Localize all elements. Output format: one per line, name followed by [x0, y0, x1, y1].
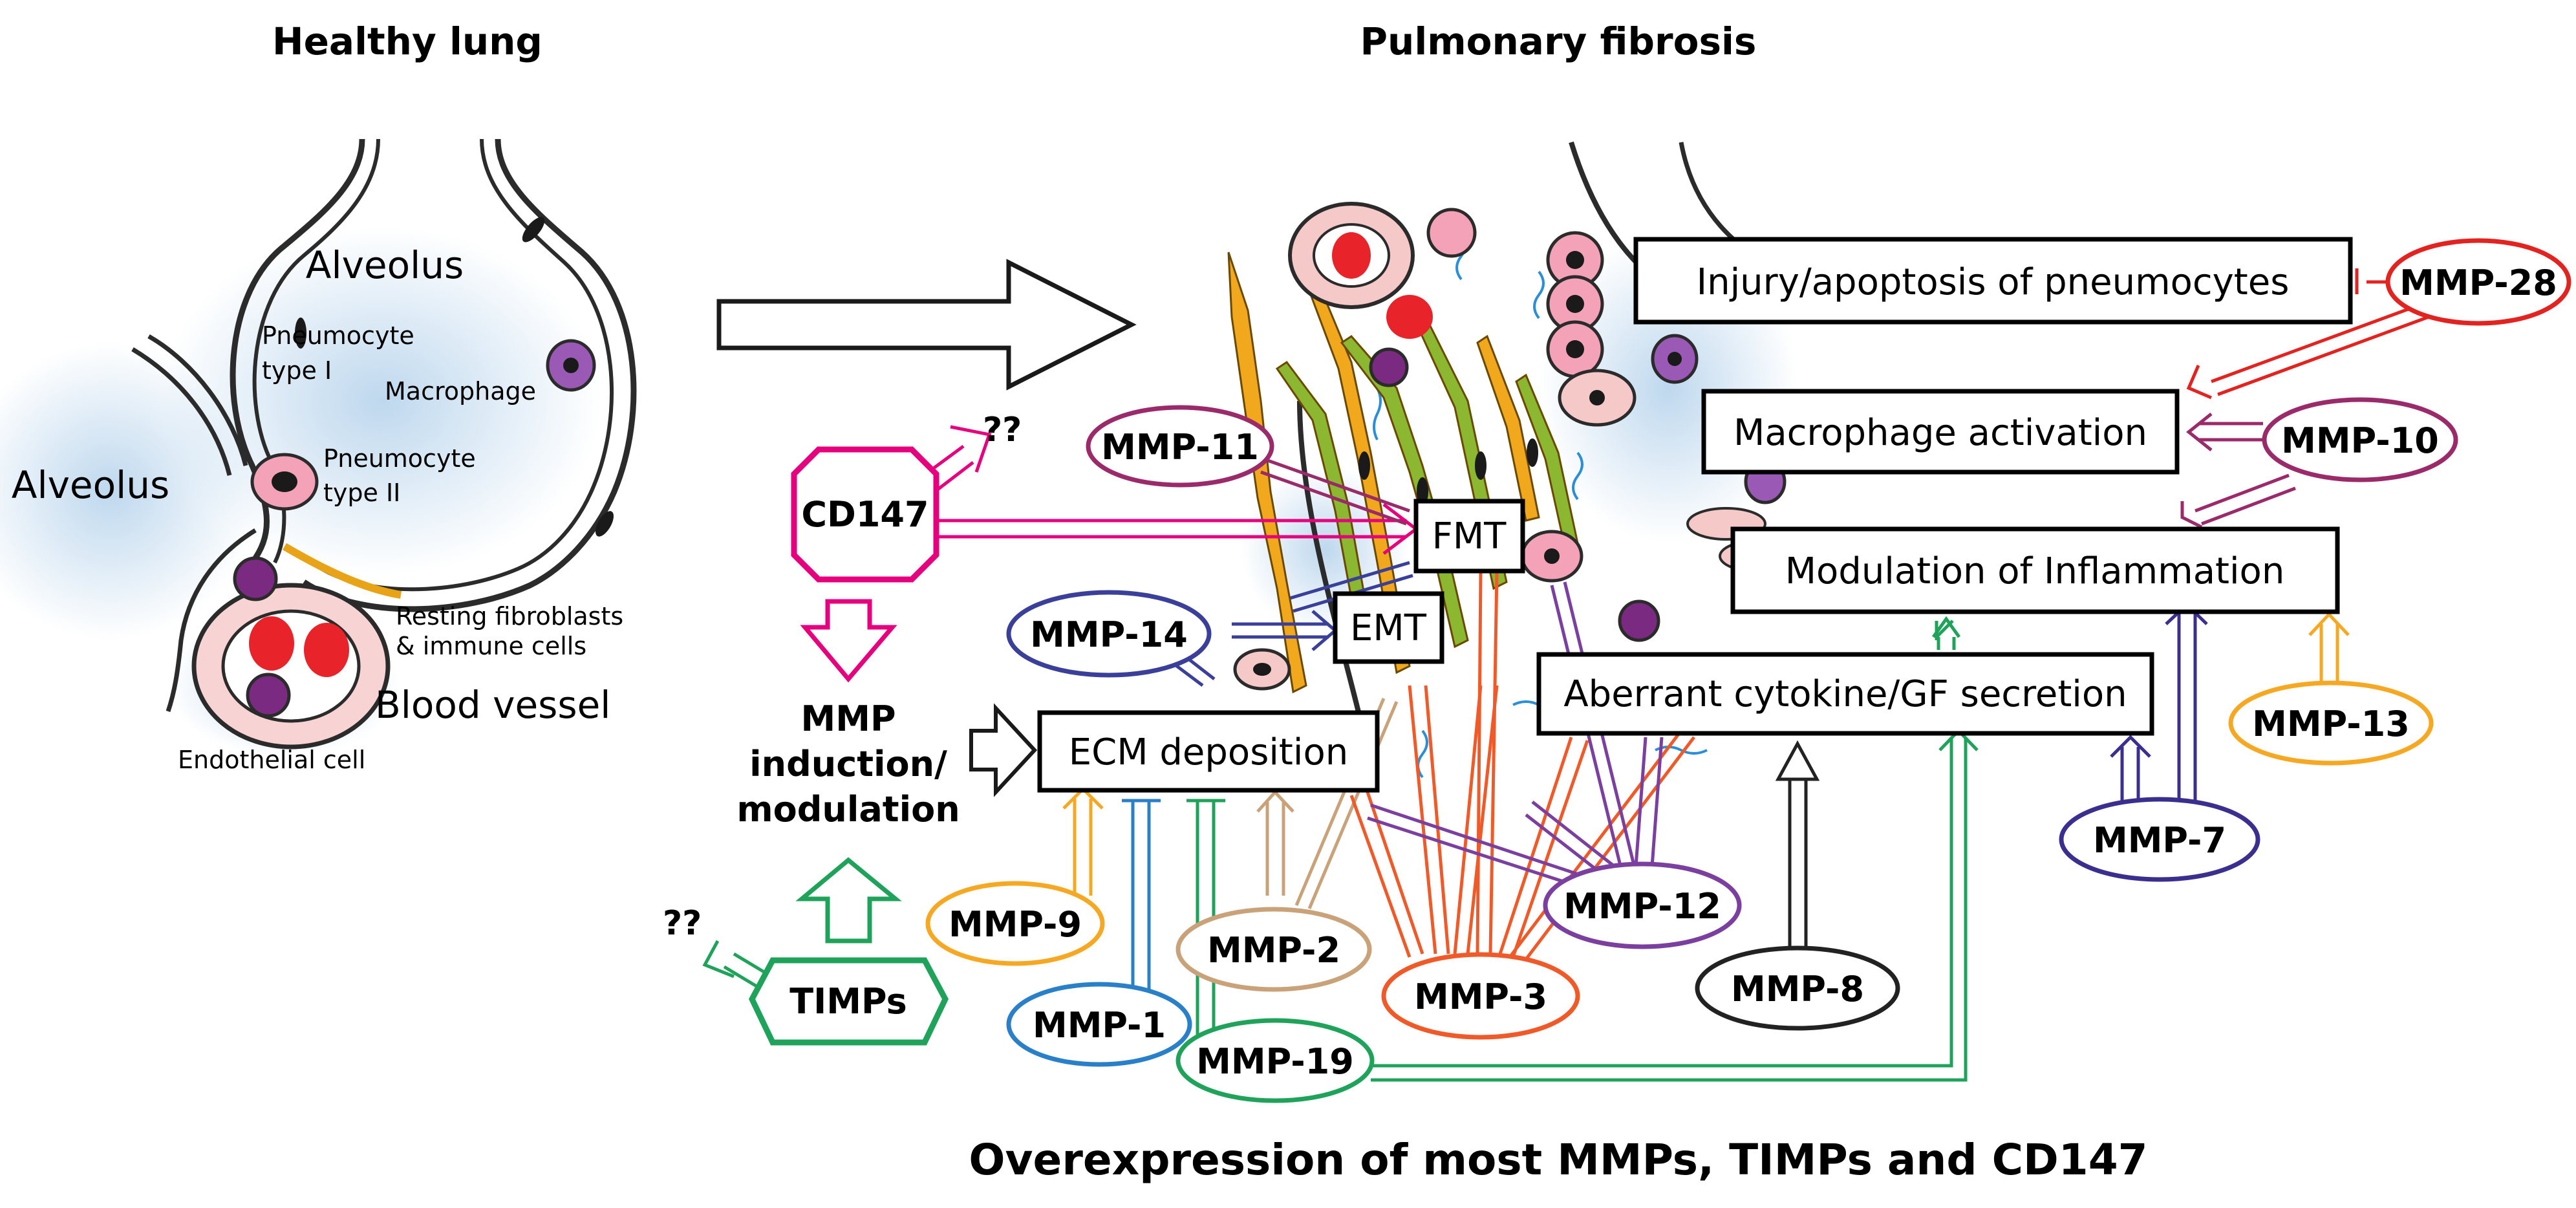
mmp-induction-label-3: modulation — [736, 789, 960, 830]
alveolus-top-label: Alveolus — [306, 243, 464, 287]
mmp-11-node: MMP-11 — [1086, 405, 1274, 488]
cd147-node: CD147 — [791, 446, 939, 583]
mmp-10-label: MMP-10 — [2281, 420, 2439, 461]
mmp-8-label: MMP-8 — [1731, 969, 1864, 1009]
mmp-10-node: MMP-10 — [2262, 397, 2458, 482]
mmp-11-label: MMP-11 — [1101, 427, 1259, 468]
emt-label: EMT — [1350, 607, 1427, 649]
mmp-1-label: MMP-1 — [1033, 1005, 1166, 1046]
mmp-19-node: MMP-19 — [1175, 1018, 1375, 1103]
timps-unknown-target: ?? — [663, 904, 702, 943]
ecm-deposition-label: ECM deposition — [1069, 731, 1348, 773]
endothelial-cell-label: Endothelial cell — [178, 746, 365, 774]
mmp-induction-label-1: MMP — [800, 698, 896, 739]
blood-vessel-label: Blood vessel — [375, 683, 610, 727]
healthy-lung-illustration — [0, 138, 637, 757]
mmp-28-node: MMP-28 — [2385, 238, 2571, 326]
mmp-7-node: MMP-7 — [2059, 797, 2260, 882]
timps-node: TIMPs — [748, 957, 949, 1046]
mmp-3-node: MMP-3 — [1381, 952, 1580, 1040]
injury-apoptosis-label: Injury/apoptosis of pneumocytes — [1697, 261, 2290, 303]
cytokine-secretion-label: Aberrant cytokine/GF secretion — [1563, 673, 2127, 715]
mmp-9-label: MMP-9 — [949, 904, 1082, 945]
healthy-to-fibrosis-arrow — [716, 259, 1137, 391]
mmp-14-label: MMP-14 — [1030, 614, 1188, 655]
mmp-induction-label-2: induction/ — [749, 744, 947, 784]
mmp-7-label: MMP-7 — [2093, 820, 2226, 861]
resting-cells-label-2: & immune cells — [396, 632, 586, 660]
pneumocyte-type1-label-1: Pneumocyte — [262, 321, 414, 350]
mmp-2-node: MMP-2 — [1175, 907, 1372, 992]
footer-title: Overexpression of most MMPs, TIMPs and C… — [969, 1135, 2147, 1185]
inflammation-label: Modulation of Inflammation — [1785, 550, 2285, 592]
mmp-28-label: MMP-28 — [2399, 263, 2557, 303]
resting-cells-label-1: Resting fibroblasts — [396, 602, 623, 631]
mmp-12-label: MMP-12 — [1563, 886, 1721, 927]
pneumocyte-type2-label-1: Pneumocyte — [323, 444, 476, 473]
mmp-13-label: MMP-13 — [2252, 704, 2410, 744]
healthy-lung-title: Healthy lung — [272, 19, 542, 63]
mmp-14-node: MMP-14 — [1006, 590, 1212, 678]
mmp-13-node: MMP-13 — [2228, 680, 2434, 766]
fmt-box: FMT — [1413, 499, 1525, 574]
pneumocyte-type1-label-2: type I — [262, 356, 332, 385]
mmp-19-label: MMP-19 — [1196, 1041, 1354, 1082]
ecm-deposition-box: ECM deposition — [1037, 710, 1380, 793]
inflammation-box: Modulation of Inflammation — [1730, 526, 2340, 614]
injury-apoptosis-box: Injury/apoptosis of pneumocytes — [1633, 237, 2353, 325]
cd147-label: CD147 — [801, 494, 928, 535]
cd147-unknown-target: ?? — [983, 411, 1022, 449]
pneumocyte-type2-label-2: type II — [323, 479, 400, 507]
mmp-8-node: MMP-8 — [1695, 945, 1900, 1031]
alveolus-left-label: Alveolus — [12, 463, 169, 507]
mmp-9-node: MMP-9 — [925, 881, 1105, 966]
emt-box: EMT — [1333, 591, 1444, 664]
cytokine-secretion-box: Aberrant cytokine/GF secretion — [1536, 652, 2154, 736]
mmp-3-label: MMP-3 — [1414, 976, 1547, 1017]
timps-label: TIMPs — [789, 981, 907, 1022]
macrophage-activation-label: Macrophage activation — [1733, 412, 2147, 454]
macrophage-activation-box: Macrophage activation — [1701, 389, 2180, 475]
pulmonary-fibrosis-title: Pulmonary fibrosis — [1360, 19, 1757, 63]
fmt-label: FMT — [1432, 515, 1507, 557]
mmp-1-node: MMP-1 — [1006, 982, 1192, 1067]
mmp-12-node: MMP-12 — [1543, 861, 1742, 949]
macrophage-label: Macrophage — [385, 377, 536, 405]
mmp-2-label: MMP-2 — [1207, 930, 1340, 971]
